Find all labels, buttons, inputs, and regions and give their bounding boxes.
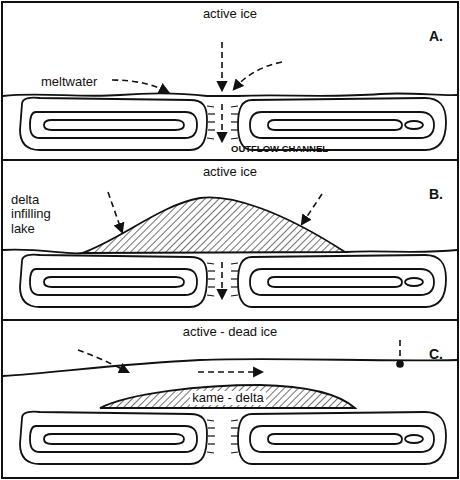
kame-delta-label: kame - delta [190,391,266,405]
flow-label: meltwater [41,75,97,89]
diagram-panel: active - dead iceC. kame - delta [3,321,457,477]
diagram-panel: active iceB. delta infilling lake [3,161,457,319]
diagram-panel: active iceA. meltwaterOUTFLOW CHANNEL [3,3,457,159]
delta-label: delta infilling lake [11,193,73,236]
zone-label: active - dead ice [183,325,278,339]
channel-label: OUTFLOW CHANNEL [231,144,328,154]
zone-label: active ice [203,7,257,21]
panel-letter: B. [429,187,443,202]
zone-label: active ice [203,165,257,179]
panel-letter: C. [429,347,443,362]
panel-letter: A. [429,29,443,44]
